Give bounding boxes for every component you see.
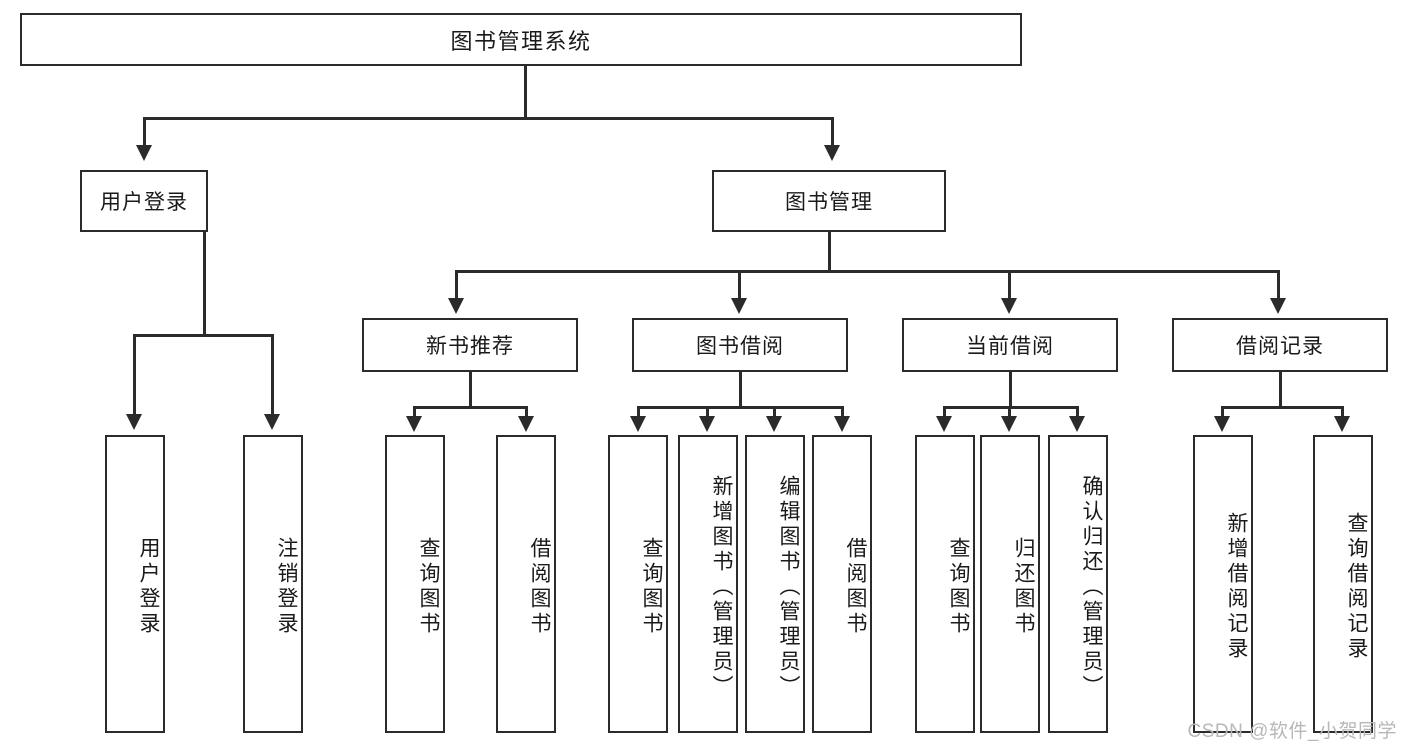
connector-new-book-recommend-bar (413, 406, 527, 409)
arrowhead-book-management (824, 145, 840, 161)
arrowhead-current-borrow (1001, 298, 1017, 314)
connector-to-borrow-record (1277, 270, 1280, 298)
connector-root-to-user-login (143, 117, 146, 145)
node-label: 用户登录 (100, 191, 188, 214)
connector-to-leaf-edit-book (773, 406, 776, 416)
arrowhead-book-borrow (731, 298, 747, 314)
node-label: 确认归还（管理员） (1080, 474, 1103, 700)
connector-to-new-book-recommend (455, 270, 458, 298)
connector-borrow-record-stem (1279, 372, 1282, 408)
arrowhead-leaf-return-book (1001, 416, 1017, 432)
node-current-borrow[interactable]: 当前借阅 (902, 318, 1118, 372)
arrowhead-leaf-edit-book (766, 416, 782, 432)
connector-root-bar (143, 117, 833, 120)
node-label: 图书管理系统 (450, 28, 592, 54)
connector-to-leaf-query-book-1 (413, 406, 416, 416)
node-leaf-logout-login[interactable]: 注销登录 (243, 435, 303, 733)
node-label: 当前借阅 (966, 335, 1054, 358)
arrowhead-leaf-query-book-2 (630, 416, 646, 432)
connector-to-leaf-return-book (1008, 406, 1011, 416)
node-leaf-confirm-return[interactable]: 确认归还（管理员） (1048, 435, 1108, 733)
arrowhead-leaf-query-record (1334, 416, 1350, 432)
node-label: 查询借阅记录 (1345, 512, 1368, 662)
arrowhead-leaf-user-login (126, 414, 142, 430)
arrowhead-new-book-recommend (448, 298, 464, 314)
connector-book-borrow-bar (637, 406, 843, 409)
node-leaf-add-record[interactable]: 新增借阅记录 (1193, 435, 1253, 733)
node-leaf-borrow-book-2[interactable]: 借阅图书 (812, 435, 872, 733)
node-label: 借阅图书 (844, 537, 867, 637)
connector-new-book-recommend-stem (469, 372, 472, 408)
node-label: 借阅记录 (1236, 335, 1324, 358)
connector-book-management-stem (828, 232, 831, 272)
arrowhead-leaf-add-record (1214, 416, 1230, 432)
connector-current-borrow-stem (1009, 372, 1012, 408)
arrowhead-user-login (136, 145, 152, 161)
arrowhead-leaf-query-book-1 (406, 416, 422, 432)
connector-to-leaf-logout-login (271, 334, 274, 414)
connector-user-login-stem (203, 232, 206, 336)
connector-to-leaf-confirm-return (1076, 406, 1079, 416)
node-leaf-borrow-book-1[interactable]: 借阅图书 (496, 435, 556, 733)
node-label: 编辑图书（管理员） (777, 474, 800, 700)
arrowhead-leaf-borrow-book-1 (518, 416, 534, 432)
connector-to-leaf-add-record (1221, 406, 1224, 416)
node-book-borrow[interactable]: 图书借阅 (632, 318, 848, 372)
node-leaf-query-book-3[interactable]: 查询图书 (915, 435, 975, 733)
node-book-management[interactable]: 图书管理 (712, 170, 946, 232)
node-label: 查询图书 (417, 537, 440, 637)
arrowhead-leaf-logout-login (264, 414, 280, 430)
connector-borrow-record-bar (1221, 406, 1343, 409)
node-label: 归还图书 (1012, 537, 1035, 637)
connector-to-leaf-query-record (1341, 406, 1344, 416)
connector-to-leaf-query-book-2 (637, 406, 640, 416)
node-borrow-record[interactable]: 借阅记录 (1172, 318, 1388, 372)
node-label: 图书借阅 (696, 335, 784, 358)
watermark-text: CSDN @软件_小贺同学 (1187, 721, 1397, 742)
node-user-login[interactable]: 用户登录 (80, 170, 208, 232)
arrowhead-leaf-query-book-3 (936, 416, 952, 432)
connector-user-login-bar (133, 334, 273, 337)
arrowhead-leaf-add-book (699, 416, 715, 432)
connector-root-to-book-management (831, 117, 834, 145)
node-label: 借阅图书 (528, 537, 551, 637)
connector-to-leaf-add-book (706, 406, 709, 416)
connector-book-management-bar (455, 270, 1279, 273)
node-leaf-return-book[interactable]: 归还图书 (980, 435, 1040, 733)
arrowhead-borrow-record (1270, 298, 1286, 314)
node-label: 新增图书（管理员） (710, 474, 733, 700)
arrowhead-leaf-confirm-return (1069, 416, 1085, 432)
connector-to-leaf-borrow-book-2 (841, 406, 844, 416)
node-root-book-management-system[interactable]: 图书管理系统 (20, 13, 1022, 66)
node-leaf-add-book[interactable]: 新增图书（管理员） (678, 435, 738, 733)
node-leaf-query-record[interactable]: 查询借阅记录 (1313, 435, 1373, 733)
connector-to-book-borrow (738, 270, 741, 298)
connector-to-leaf-borrow-book-1 (525, 406, 528, 416)
connector-current-borrow-bar (943, 406, 1078, 409)
node-leaf-query-book-2[interactable]: 查询图书 (608, 435, 668, 733)
node-leaf-user-login[interactable]: 用户登录 (105, 435, 165, 733)
connector-to-leaf-user-login (133, 334, 136, 414)
node-label: 图书管理 (785, 191, 873, 214)
node-label: 注销登录 (275, 537, 298, 637)
node-label: 查询图书 (640, 537, 663, 637)
connector-to-current-borrow (1008, 270, 1011, 298)
node-leaf-edit-book[interactable]: 编辑图书（管理员） (745, 435, 805, 733)
node-new-book-recommend[interactable]: 新书推荐 (362, 318, 578, 372)
node-label: 新增借阅记录 (1225, 512, 1248, 662)
connector-book-borrow-stem (739, 372, 742, 408)
connector-root-stem (524, 66, 527, 118)
node-leaf-query-book-1[interactable]: 查询图书 (385, 435, 445, 733)
arrowhead-leaf-borrow-book-2 (834, 416, 850, 432)
node-label: 新书推荐 (426, 335, 514, 358)
connector-to-leaf-query-book-3 (943, 406, 946, 416)
node-label: 查询图书 (947, 537, 970, 637)
node-label: 用户登录 (137, 537, 160, 637)
